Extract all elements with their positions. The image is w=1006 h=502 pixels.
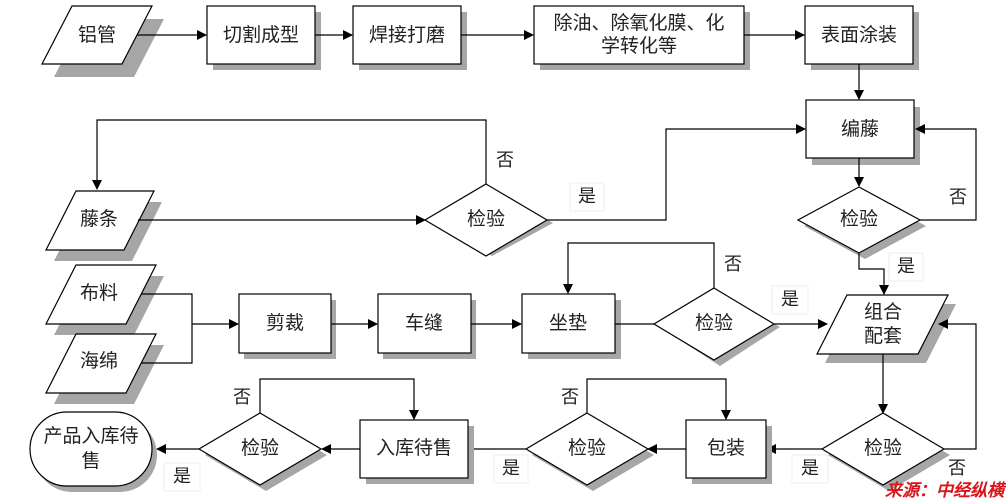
svg-text:产品入库待: 产品入库待	[43, 425, 138, 447]
svg-text:入库待售: 入库待售	[376, 437, 452, 459]
node-sewing: 车缝	[377, 293, 476, 359]
label-yes: 是	[781, 289, 799, 310]
node-sponge: 海绵	[45, 333, 164, 404]
node-inspect-cushion: 检验	[652, 287, 780, 366]
edge-assembly-inspect-no	[938, 319, 977, 450]
edge-rattan-inspect-no	[92, 119, 487, 190]
svg-text:切割成型: 切割成型	[223, 24, 299, 46]
label-no: 否	[949, 187, 967, 208]
svg-text:检验: 检验	[840, 208, 878, 230]
label-yes: 是	[578, 186, 596, 207]
svg-text:配套: 配套	[864, 325, 902, 347]
svg-text:检验: 检验	[864, 437, 902, 459]
node-assembly: 组合 配套	[816, 294, 956, 363]
svg-text:检验: 检验	[695, 312, 733, 334]
node-aluminum-tube: 铝管	[41, 5, 164, 77]
edge-weave-inspect-no	[915, 124, 977, 221]
node-fabric: 布料	[45, 264, 164, 335]
edge-pack-inspect-no	[586, 378, 731, 420]
edge-rattan-inspect-yes	[547, 124, 806, 221]
node-warehousing: 入库待售	[359, 419, 474, 484]
label-no: 否	[233, 387, 251, 408]
svg-text:包装: 包装	[707, 437, 745, 459]
node-surface-coating: 表面涂装	[804, 5, 919, 70]
svg-text:学转化等: 学转化等	[601, 35, 677, 57]
label-yes: 是	[502, 458, 520, 479]
node-rattan-weaving: 编藤	[805, 99, 920, 165]
svg-text:检验: 检验	[241, 437, 279, 459]
edge-merge-bracket	[141, 293, 193, 364]
node-rattan-strip: 藤条	[45, 190, 162, 261]
node-welding-grinding: 焊接打磨	[352, 5, 467, 70]
node-final-storage: 产品入库待 售	[29, 411, 157, 492]
svg-text:售: 售	[81, 450, 100, 472]
edge-cushion-inspect-no	[563, 242, 715, 294]
node-inspect-packaging: 检验	[524, 412, 654, 491]
label-no: 否	[496, 150, 514, 171]
svg-text:焊接打磨: 焊接打磨	[369, 24, 445, 46]
svg-text:坐垫: 坐垫	[549, 312, 587, 334]
svg-text:藤条: 藤条	[80, 208, 118, 230]
label-yes: 是	[173, 466, 191, 487]
svg-text:剪裁: 剪裁	[266, 312, 304, 334]
svg-text:除油、除氧化膜、化: 除油、除氧化膜、化	[553, 12, 724, 34]
svg-text:车缝: 车缝	[405, 312, 443, 334]
svg-text:编藤: 编藤	[841, 118, 879, 140]
label-no: 否	[724, 254, 742, 275]
label-no: 否	[561, 387, 579, 408]
label-no: 否	[948, 458, 966, 479]
node-cutting-forming: 切割成型	[206, 5, 321, 70]
node-inspect-warehousing: 检验	[197, 412, 327, 491]
svg-text:表面涂装: 表面涂装	[821, 24, 897, 46]
node-inspect-rattan: 检验	[423, 183, 553, 257]
source-watermark: 来源：中经纵横	[885, 481, 1006, 501]
svg-text:组合: 组合	[864, 301, 902, 323]
node-inspect-assembly: 检验	[820, 412, 950, 491]
svg-text:布料: 布料	[80, 282, 118, 304]
svg-text:检验: 检验	[467, 208, 505, 230]
node-degreasing: 除油、除氧化膜、化 学转化等	[533, 5, 750, 70]
svg-text:海绵: 海绵	[80, 350, 118, 372]
node-cushion: 坐垫	[521, 293, 621, 359]
label-yes: 是	[801, 458, 819, 479]
node-packaging: 包装	[685, 419, 772, 484]
label-yes: 是	[897, 256, 915, 277]
edge-weave-inspect-yes	[858, 253, 889, 295]
svg-text:铝管: 铝管	[78, 24, 116, 46]
node-inspect-weaving: 检验	[796, 186, 926, 259]
node-cutting-fabric: 剪裁	[238, 293, 336, 359]
svg-text:检验: 检验	[568, 437, 606, 459]
edge-warehouse-inspect-no	[259, 378, 419, 420]
